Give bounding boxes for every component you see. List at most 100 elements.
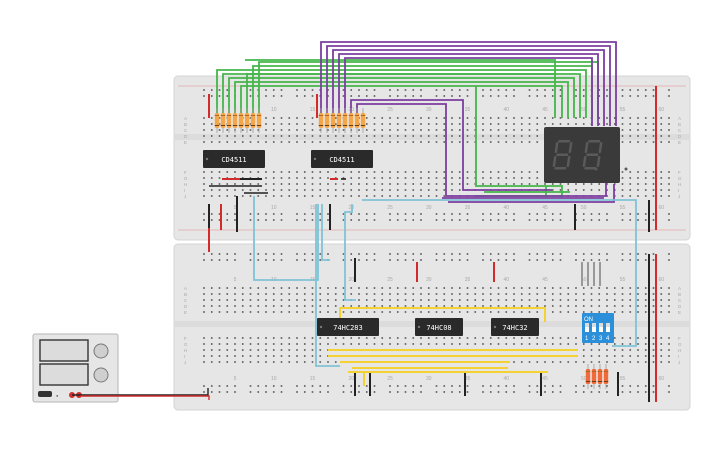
row-letter: B [184,292,187,297]
upper-breadboard-labels: 5510101515202025253030353540404545505055… [184,107,682,211]
column-number: 5 [234,376,237,382]
dip-toggle[interactable] [585,323,589,332]
row-letter: J [678,194,680,199]
row-letter: A [678,286,681,291]
power-rail-jumpers[interactable] [208,86,657,402]
resistor[interactable] [318,113,324,128]
column-number: 60 [658,277,664,283]
resistor-array-left[interactable] [214,108,262,133]
column-number: 55 [620,205,626,211]
digit-right [582,140,628,171]
row-letter: C [184,128,188,133]
upper-short-wires[interactable] [209,178,346,194]
column-number: 20 [348,376,354,382]
resistor[interactable] [220,113,226,128]
column-number: 40 [503,107,509,113]
column-number: 55 [620,376,626,382]
resistor[interactable] [226,113,232,128]
row-letter: G [678,342,682,347]
row-letter: C [678,128,682,133]
chip-74hc283[interactable]: 74HC283 [317,318,379,336]
resistor[interactable] [336,113,342,128]
chip-cd4511-left[interactable]: CD4511 [203,150,265,168]
column-number: 10 [271,107,277,113]
resistor[interactable] [238,113,244,128]
column-number: 5 [234,277,237,283]
dip-number-2: 2 [592,336,596,342]
resistor[interactable] [591,369,597,384]
resistor[interactable] [324,113,330,128]
purple-wires[interactable] [320,41,617,203]
resistor[interactable] [603,369,609,384]
row-letter: B [184,122,187,127]
resistor[interactable] [244,113,250,128]
power-supply[interactable]: ● [32,333,119,403]
row-letter: E [678,140,681,145]
dip-toggle[interactable] [606,323,610,332]
resistor[interactable] [348,113,354,128]
column-number: 15 [310,205,316,211]
column-number: 40 [503,205,509,211]
column-number: 35 [465,107,471,113]
row-letter: G [184,342,188,347]
row-letter: D [678,304,682,309]
row-letter: H [184,348,187,353]
row-letter: I [678,188,679,193]
row-letter: A [184,286,187,291]
cyan-wires[interactable] [253,196,637,367]
dip-switch[interactable]: ON 1 2 3 4 [582,313,614,343]
resistor[interactable] [250,113,256,128]
chip-74hc08[interactable]: 74HC08 [415,318,463,336]
dip-toggle[interactable] [592,323,596,332]
resistor[interactable] [360,113,366,128]
seven-segment-display[interactable] [544,127,628,183]
column-number: 5 [234,205,237,211]
resistor-array-lower[interactable] [585,364,609,389]
dip-toggle[interactable] [599,323,603,332]
dip-toggles[interactable] [585,323,610,332]
row-letter: A [184,116,187,121]
green-wires[interactable] [216,59,599,197]
resistor-array-right[interactable] [318,108,366,133]
upper-breadboard[interactable]: 5510101515202025253030353540404545505055… [173,75,691,241]
row-letter: C [678,298,682,303]
row-letter: H [678,182,681,187]
column-number: 45 [542,376,548,382]
row-letter: C [184,298,188,303]
resistor[interactable] [214,113,220,128]
column-number: 60 [658,205,664,211]
row-letter: J [184,194,186,199]
column-number: 55 [620,107,626,113]
chip-label: CD4511 [221,156,246,164]
column-number: 10 [271,205,277,211]
row-letter: J [184,360,186,365]
resistor[interactable] [256,113,262,128]
row-letter: D [184,304,188,309]
resistor[interactable] [597,369,603,384]
column-number: 40 [503,376,509,382]
resistor[interactable] [585,369,591,384]
row-letter: E [678,310,681,315]
resistor[interactable] [354,113,360,128]
chip-cd4511-right[interactable]: CD4511 [311,150,373,168]
row-letter: B [678,292,681,297]
chip-label: 74HC283 [333,324,363,332]
resistor[interactable] [342,113,348,128]
column-number: 60 [658,107,664,113]
column-number: 35 [465,205,471,211]
dip-number-4: 4 [606,336,610,342]
column-number: 30 [426,107,432,113]
resistor[interactable] [330,113,336,128]
column-number: 45 [542,277,548,283]
row-letter: F [678,170,681,175]
column-number: 30 [426,277,432,283]
column-number: 25 [387,376,393,382]
chip-74hc32[interactable]: 74HC32 [491,318,539,336]
chip-label: 74HC08 [426,324,451,332]
resistor[interactable] [232,113,238,128]
column-number: 30 [426,376,432,382]
column-number: 60 [658,376,664,382]
row-letter: F [678,336,681,341]
chip-label: 74HC32 [502,324,527,332]
